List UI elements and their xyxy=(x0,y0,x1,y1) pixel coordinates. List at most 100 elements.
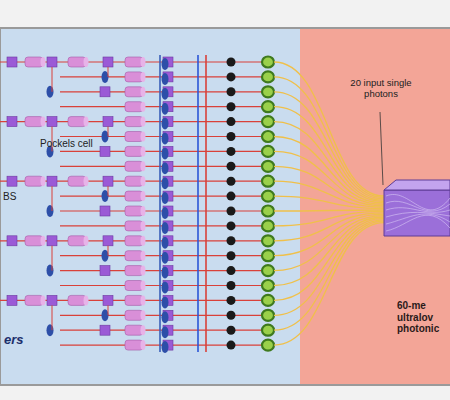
pockels-cell xyxy=(125,117,146,127)
mirror xyxy=(162,341,169,353)
mirror xyxy=(162,252,169,264)
beam-splitter xyxy=(47,117,57,127)
beam-splitter xyxy=(7,236,17,246)
vertical-beam xyxy=(159,55,161,352)
mirror xyxy=(162,58,169,70)
pockels-cell xyxy=(25,57,46,67)
optical-fiber xyxy=(274,223,384,346)
fiber-spool xyxy=(262,146,274,157)
fiber-spool xyxy=(262,220,274,231)
mirror xyxy=(162,103,169,115)
beam-splitter xyxy=(7,117,17,127)
optical-fiber xyxy=(274,210,384,211)
beam-splitter xyxy=(103,176,113,186)
pockels-cell xyxy=(125,57,146,67)
beam-line xyxy=(108,127,109,137)
pockels-cell xyxy=(68,295,89,305)
beam-line xyxy=(52,305,53,330)
mirror xyxy=(162,73,169,85)
fiber-coupler xyxy=(227,207,236,216)
beam-splitter xyxy=(47,236,57,246)
fiber-spool xyxy=(262,86,274,97)
mirror xyxy=(162,237,169,249)
mirror xyxy=(162,311,169,323)
optical-fiber xyxy=(274,214,384,256)
fiber-spool xyxy=(262,191,274,202)
pockels-cell xyxy=(68,57,89,67)
fiber-spool xyxy=(262,116,274,127)
beam-line xyxy=(52,246,53,271)
fiber-coupler xyxy=(227,58,236,67)
beam-splitter xyxy=(100,146,110,156)
beam-line xyxy=(52,186,53,211)
pockels-cell xyxy=(25,236,46,246)
mirror xyxy=(162,326,169,338)
fiber-spool xyxy=(262,71,274,82)
pockels-cell xyxy=(125,295,146,305)
beam-splitter xyxy=(47,57,57,67)
mirror xyxy=(162,222,169,234)
vertical-beam xyxy=(197,55,199,352)
pockels-cell xyxy=(125,281,146,291)
pockels-cell xyxy=(125,72,146,82)
fiber-spool xyxy=(262,176,274,187)
mirror xyxy=(162,177,169,189)
mirror xyxy=(162,267,169,279)
mirror xyxy=(102,250,109,262)
beam-splitter xyxy=(103,117,113,127)
fiber-coupler xyxy=(227,87,236,96)
mirror xyxy=(162,133,169,145)
pockels-cell xyxy=(125,146,146,156)
fiber-coupler xyxy=(227,132,236,141)
fiber-coupler xyxy=(227,281,236,290)
mirror xyxy=(102,190,109,202)
beam-splitter xyxy=(100,325,110,335)
beam-splitter xyxy=(103,236,113,246)
beam-line xyxy=(108,305,109,315)
fiber-coupler xyxy=(227,102,236,111)
fiber-coupler xyxy=(227,177,236,186)
beam-splitter xyxy=(47,176,57,186)
fiber-spool xyxy=(262,57,274,68)
optical-fiber xyxy=(274,166,384,206)
text-label: ers xyxy=(4,333,24,348)
pockels-cell xyxy=(125,176,146,186)
fiber-coupler xyxy=(227,341,236,350)
fiber-coupler xyxy=(227,236,236,245)
text-label: Pockels cell xyxy=(40,138,93,150)
optics-panel xyxy=(0,28,450,385)
photonic-chip xyxy=(384,180,450,236)
pockels-cell xyxy=(125,206,146,216)
beam-line xyxy=(108,246,109,256)
beam-splitter xyxy=(7,295,17,305)
fiber-spool xyxy=(262,280,274,291)
pockels-cell xyxy=(125,191,146,201)
mirror xyxy=(162,296,169,308)
beam-splitter xyxy=(100,87,110,97)
beam-splitter xyxy=(47,295,57,305)
fiber-spool xyxy=(262,250,274,261)
fiber-coupler xyxy=(227,162,236,171)
pockels-cell xyxy=(125,266,146,276)
pockels-cell xyxy=(68,117,89,127)
fiber-coupler xyxy=(227,251,236,260)
beam-splitter xyxy=(100,206,110,216)
fiber-spool xyxy=(262,235,274,246)
text-label: 20 input single photons xyxy=(340,78,422,100)
pockels-cell xyxy=(125,87,146,97)
mirror xyxy=(162,147,169,159)
mirror xyxy=(162,88,169,100)
beam-line xyxy=(52,67,53,92)
leader-line xyxy=(380,112,383,185)
pockels-cell xyxy=(125,325,146,335)
pockels-cell xyxy=(68,176,89,186)
fiber-coupler xyxy=(227,147,236,156)
pockels-cell xyxy=(68,236,89,246)
fiber-spool xyxy=(262,295,274,306)
fiber-coupler xyxy=(227,72,236,81)
pockels-cell xyxy=(125,161,146,171)
fiber-coupler xyxy=(227,296,236,305)
beam-line xyxy=(108,186,109,196)
